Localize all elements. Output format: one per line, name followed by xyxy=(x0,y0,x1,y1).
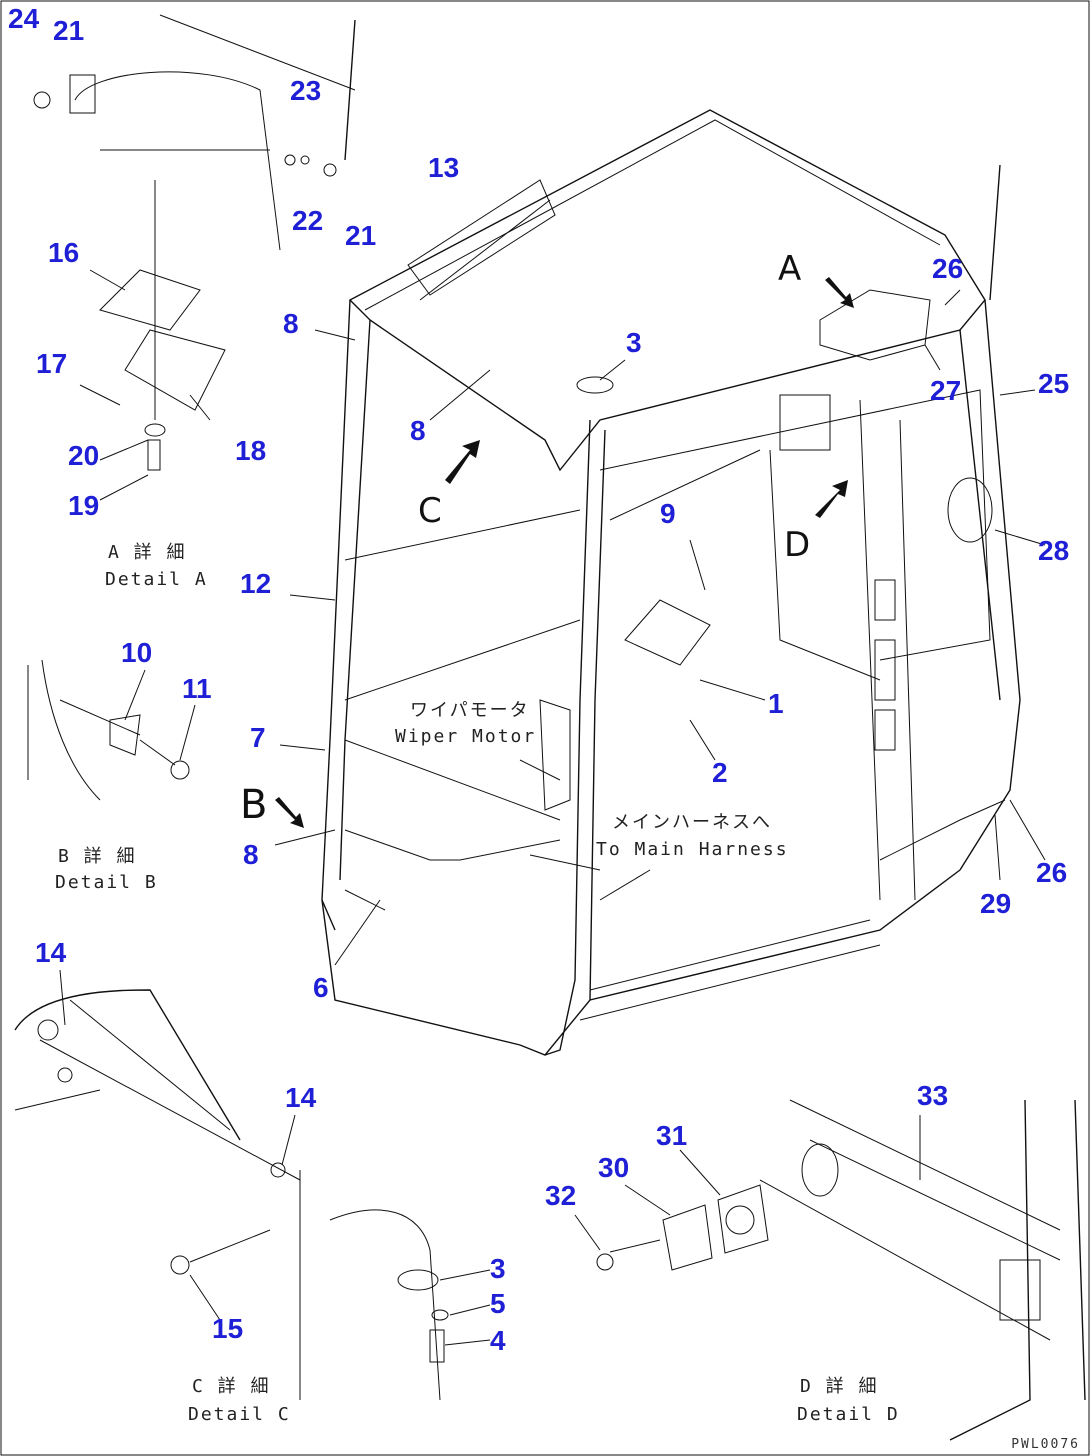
detail-a-caption-jp: A 詳 細 xyxy=(108,542,187,563)
callout-14: 14 xyxy=(285,1082,317,1113)
callout-28: 28 xyxy=(1038,535,1069,566)
callout-17: 17 xyxy=(36,348,67,379)
callout-33: 33 xyxy=(917,1080,948,1111)
callout-labels: 24 21 23 22 21 16 17 18 20 19 13 8 8 3 2… xyxy=(8,3,1069,1356)
detail-c-drawing xyxy=(14,989,449,1401)
callout-8: 8 xyxy=(283,308,299,339)
callout-18: 18 xyxy=(235,435,266,466)
view-letter-c: C xyxy=(418,491,442,531)
callout-26: 26 xyxy=(1036,857,1067,888)
detail-b-caption-en: Detail B xyxy=(55,872,158,893)
callout-8: 8 xyxy=(243,839,259,870)
callout-32: 32 xyxy=(545,1180,576,1211)
harness-caption-en: To Main Harness xyxy=(596,839,789,860)
callout-4: 4 xyxy=(490,1325,506,1356)
callout-19: 19 xyxy=(68,490,99,521)
harness-caption-jp: メインハーネスへ xyxy=(612,812,772,833)
arrow-b-icon xyxy=(275,797,304,828)
callout-1: 1 xyxy=(768,688,784,719)
callout-21: 21 xyxy=(345,220,376,251)
callout-8: 8 xyxy=(410,415,426,446)
callout-3: 3 xyxy=(626,327,642,358)
cab-body xyxy=(321,109,1021,1056)
callout-13: 13 xyxy=(428,152,459,183)
arrow-d-icon xyxy=(815,480,848,518)
view-letter-b: B xyxy=(240,782,267,828)
callout-9: 9 xyxy=(660,498,676,529)
callout-16: 16 xyxy=(48,237,79,268)
detail-a-caption-en: Detail A xyxy=(105,569,208,590)
detail-a-drawing xyxy=(33,14,356,471)
arrow-a-icon xyxy=(825,277,854,308)
wiper-caption-jp: ワイパモータ xyxy=(410,700,530,721)
callout-7: 7 xyxy=(250,722,266,753)
callout-23: 23 xyxy=(290,75,321,106)
detail-b-caption-jp: B 詳 細 xyxy=(58,846,137,867)
detail-c-caption-jp: C 詳 細 xyxy=(192,1376,271,1397)
callout-6: 6 xyxy=(313,972,329,1003)
callout-15: 15 xyxy=(212,1313,243,1344)
callout-24: 24 xyxy=(8,3,40,34)
captions: A 詳 細 Detail A B 詳 細 Detail B C 詳 細 Deta… xyxy=(55,542,900,1425)
callout-11: 11 xyxy=(182,673,212,704)
callout-29: 29 xyxy=(980,888,1011,919)
view-letters: A B C D xyxy=(240,249,810,828)
wiper-caption-en: Wiper Motor xyxy=(395,726,536,747)
view-arrows xyxy=(275,277,854,828)
callout-10: 10 xyxy=(121,637,152,668)
callout-14: 14 xyxy=(35,937,67,968)
callout-2: 2 xyxy=(712,757,728,788)
drawing-code: PWL0076 xyxy=(1011,1437,1080,1452)
callout-5: 5 xyxy=(490,1288,506,1319)
callout-25: 25 xyxy=(1038,368,1069,399)
callout-20: 20 xyxy=(68,440,99,471)
detail-d-drawing xyxy=(596,1099,1086,1441)
callout-12: 12 xyxy=(240,568,271,599)
callout-27: 27 xyxy=(930,375,961,406)
detail-b-drawing xyxy=(27,659,190,801)
view-letter-a: A xyxy=(778,249,801,289)
callout-26: 26 xyxy=(932,253,963,284)
detail-c-caption-en: Detail C xyxy=(188,1404,291,1425)
detail-d-caption-jp: D 詳 細 xyxy=(800,1376,879,1397)
callout-31: 31 xyxy=(656,1120,687,1151)
view-letter-d: D xyxy=(784,525,810,565)
leader-lines xyxy=(59,269,1046,1346)
detail-d-caption-en: Detail D xyxy=(797,1404,900,1425)
callout-22: 22 xyxy=(292,205,323,236)
callout-3: 3 xyxy=(490,1253,506,1284)
callout-21: 21 xyxy=(53,15,84,46)
callout-30: 30 xyxy=(598,1152,629,1183)
arrow-c-icon xyxy=(445,440,480,484)
